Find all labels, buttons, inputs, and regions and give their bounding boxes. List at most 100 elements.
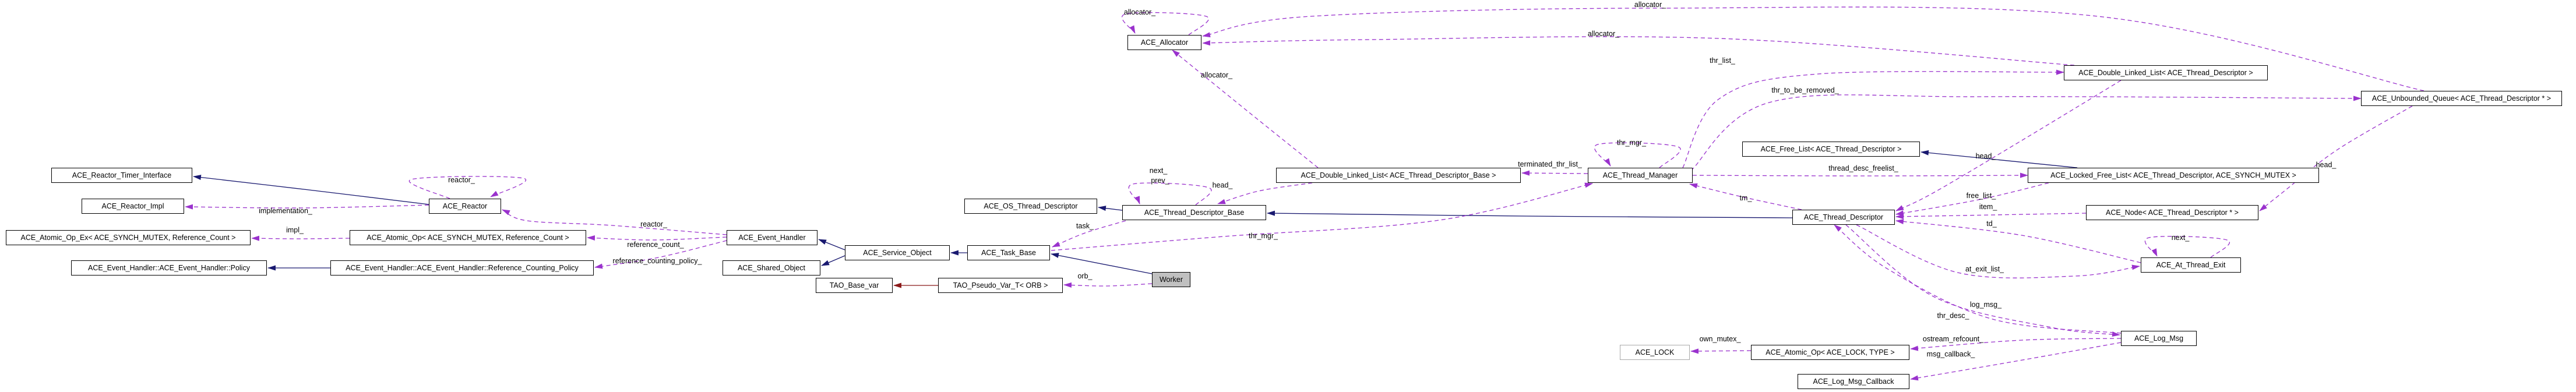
edge-label-msg_callback_: msg_callback_ bbox=[1927, 350, 1976, 358]
edge-thread_desc-log_msg bbox=[1845, 224, 2120, 337]
class-node-os_thread_desc[interactable]: ACE_OS_Thread_Descriptor bbox=[964, 199, 1097, 214]
edge-locked_free_list-thread_desc bbox=[1895, 182, 2049, 216]
edge-atomic_op_sync-atomic_op_ex bbox=[251, 235, 350, 241]
edge-event_handler-reactor bbox=[502, 209, 727, 235]
class-node-thread_desc[interactable]: ACE_Thread_Descriptor bbox=[1792, 210, 1895, 225]
edge-thread_desc_base-task_base bbox=[1052, 220, 1126, 248]
class-node-node_td[interactable]: ACE_Node< ACE_Thread_Descriptor * > bbox=[2086, 205, 2258, 220]
edge-label-head_: head_ bbox=[1976, 152, 1997, 160]
edge-event_handler-ref_count_policy bbox=[594, 240, 727, 269]
class-node-ace_lock[interactable]: ACE_LOCK bbox=[1620, 345, 1690, 360]
edge-thread_desc-thread_desc_base bbox=[1267, 210, 1793, 218]
edge-label-thread_desc_freelist_: thread_desc_freelist_ bbox=[1828, 164, 1899, 172]
edge-label-reference_count_: reference_count_ bbox=[627, 241, 684, 249]
edge-label-head_: head_ bbox=[2316, 161, 2337, 169]
edge-thread_desc-at_thread_exit bbox=[1856, 224, 2140, 278]
edge-label-terminated_thr_list_: terminated_thr_list_ bbox=[1518, 160, 1583, 168]
edge-thread_manager-dll_td bbox=[1682, 69, 2064, 168]
edge-event_handler-atomic_op_sync bbox=[587, 235, 727, 241]
class-node-atomic_op_lock[interactable]: ACE_Atomic_Op< ACE_LOCK, TYPE > bbox=[1751, 345, 1909, 360]
class-node-locked_free_list[interactable]: ACE_Locked_Free_List< ACE_Thread_Descrip… bbox=[2028, 168, 2319, 183]
edge-thread_manager-unb_queue bbox=[1690, 94, 2362, 171]
edge-dll_tdb-allocator bbox=[1172, 50, 1319, 168]
class-node-dll_tdb[interactable]: ACE_Double_Linked_List< ACE_Thread_Descr… bbox=[1276, 168, 1521, 183]
edge-reactor-reactor bbox=[408, 176, 526, 199]
class-node-atomic_op_sync[interactable]: ACE_Atomic_Op< ACE_SYNCH_MUTEX, Referenc… bbox=[350, 230, 586, 245]
edge-label-task_: task_ bbox=[1076, 222, 1094, 230]
edge-at_thread_exit-at_thread_exit bbox=[2144, 236, 2230, 258]
edge-dll_td-thread_desc bbox=[1895, 80, 2122, 211]
edge-node_td-thread_desc bbox=[1895, 213, 2087, 220]
class-node-worker: Worker bbox=[1152, 272, 1190, 287]
edge-service_object-event_handler bbox=[818, 239, 845, 250]
class-node-unb_queue[interactable]: ACE_Unbounded_Queue< ACE_Thread_Descript… bbox=[2361, 91, 2562, 106]
edge-label-prev_: prev_ bbox=[1151, 176, 1169, 185]
class-node-shared_object[interactable]: ACE_Shared_Object bbox=[723, 260, 820, 276]
edge-label-thr_mgr_: thr_mgr_ bbox=[1617, 139, 1647, 147]
edge-label-next_: next_ bbox=[2172, 234, 2190, 242]
edge-label-allocator_: allocator_ bbox=[1124, 8, 1156, 16]
edge-unb_queue-node_td bbox=[2259, 105, 2413, 211]
class-node-free_list[interactable]: ACE_Free_List< ACE_Thread_Descriptor > bbox=[1742, 142, 1920, 157]
class-node-log_msg[interactable]: ACE_Log_Msg bbox=[2121, 331, 2197, 346]
class-node-reactor[interactable]: ACE_Reactor bbox=[429, 199, 501, 214]
edge-label-ostream_refcount_: ostream_refcount_ bbox=[1923, 335, 1984, 343]
class-node-thread_manager[interactable]: ACE_Thread_Manager bbox=[1588, 168, 1693, 183]
edge-worker-task_base bbox=[1051, 253, 1153, 274]
edge-label-thr_list_: thr_list_ bbox=[1710, 56, 1736, 65]
edge-log_msg-thread_desc bbox=[1834, 224, 2122, 334]
edge-label-impl_: impl_ bbox=[286, 226, 304, 234]
edge-label-thr_mgr_: thr_mgr_ bbox=[1249, 232, 1278, 240]
edge-log_msg-log_msg_callback bbox=[1910, 342, 2122, 381]
edge-label-thr_desc_: thr_desc_ bbox=[1937, 312, 1970, 320]
edge-reactor-timer_iface bbox=[193, 175, 429, 205]
edge-thread_desc-thread_manager bbox=[1689, 183, 1802, 210]
edge-label-orb_: orb_ bbox=[1077, 272, 1093, 280]
edge-log_msg-atomic_op_lock bbox=[1910, 338, 2122, 351]
edge-allocator-allocator bbox=[1121, 12, 1209, 36]
edge-dll_tdb-thread_desc_base bbox=[1217, 182, 1313, 204]
edge-label-implementation_: implementation_ bbox=[259, 207, 313, 215]
class-node-service_object[interactable]: ACE_Service_Object bbox=[845, 245, 950, 260]
class-node-thread_desc_base[interactable]: ACE_Thread_Descriptor_Base bbox=[1122, 205, 1266, 220]
edge-thread_manager-thread_manager bbox=[1594, 142, 1681, 168]
edge-service_object-shared_object bbox=[821, 255, 845, 266]
edge-thread_desc_base-os_thread_desc bbox=[1098, 206, 1123, 211]
edge-dll_td-allocator bbox=[1202, 36, 2075, 66]
class-node-tao_base_var[interactable]: TAO_Base_var bbox=[816, 278, 893, 293]
class-node-policy[interactable]: ACE_Event_Handler::ACE_Event_Handler::Po… bbox=[71, 260, 267, 276]
class-node-timer_iface[interactable]: ACE_Reactor_Timer_Interface bbox=[51, 168, 192, 183]
edge-label-log_msg_: log_msg_ bbox=[1970, 301, 2002, 309]
edge-reactor-reactor_impl bbox=[185, 204, 429, 210]
edge-label-thr_to_be_removed_: thr_to_be_removed_ bbox=[1771, 86, 1839, 94]
edge-label-allocator_: allocator_ bbox=[1201, 71, 1233, 79]
class-node-atomic_op_ex[interactable]: ACE_Atomic_Op_Ex< ACE_SYNCH_MUTEX, Refer… bbox=[6, 230, 251, 245]
class-node-reactor_impl[interactable]: ACE_Reactor_Impl bbox=[82, 199, 184, 214]
edge-label-item_: item_ bbox=[1979, 203, 1998, 211]
edge-label-tm_: tm_ bbox=[1740, 194, 1753, 202]
edge-label-next_: next_ bbox=[1150, 167, 1168, 175]
edge-label-allocator_: allocator_ bbox=[1634, 1, 1666, 9]
edge-label-own_mutex_: own_mutex_ bbox=[1700, 335, 1742, 343]
edge-label-allocator_: allocator_ bbox=[1588, 30, 1620, 38]
class-node-dll_td[interactable]: ACE_Double_Linked_List< ACE_Thread_Descr… bbox=[2064, 65, 2268, 80]
edge-thread_manager-locked_free_list bbox=[1692, 172, 2028, 178]
class-node-allocator[interactable]: ACE_Allocator bbox=[1127, 35, 1201, 50]
edge-label-reactor_: reactor_ bbox=[448, 176, 475, 184]
edge-label-reference_counting_policy_: reference_counting_policy_ bbox=[613, 257, 703, 265]
class-node-tao_pseudo_var[interactable]: TAO_Pseudo_Var_T< ORB > bbox=[938, 278, 1063, 293]
class-node-ref_count_policy[interactable]: ACE_Event_Handler::ACE_Event_Handler::Re… bbox=[330, 260, 594, 276]
class-node-at_thread_exit[interactable]: ACE_At_Thread_Exit bbox=[2141, 257, 2241, 273]
edge-label-free_list_: free_list_ bbox=[1967, 192, 1997, 200]
edge-thread_desc_base-thread_desc_base bbox=[1128, 182, 1212, 206]
edge-label-at_exit_list_: at_exit_list_ bbox=[1965, 265, 2004, 273]
edge-unb_queue-allocator bbox=[1202, 6, 2425, 91]
class-node-event_handler[interactable]: ACE_Event_Handler bbox=[727, 230, 817, 245]
class-node-task_base[interactable]: ACE_Task_Base bbox=[967, 245, 1050, 260]
edge-locked_free_list-free_list bbox=[1920, 150, 2078, 168]
edge-label-head_: head_ bbox=[1213, 181, 1234, 189]
class-node-log_msg_callback[interactable]: ACE_Log_Msg_Callback bbox=[1798, 374, 1909, 389]
